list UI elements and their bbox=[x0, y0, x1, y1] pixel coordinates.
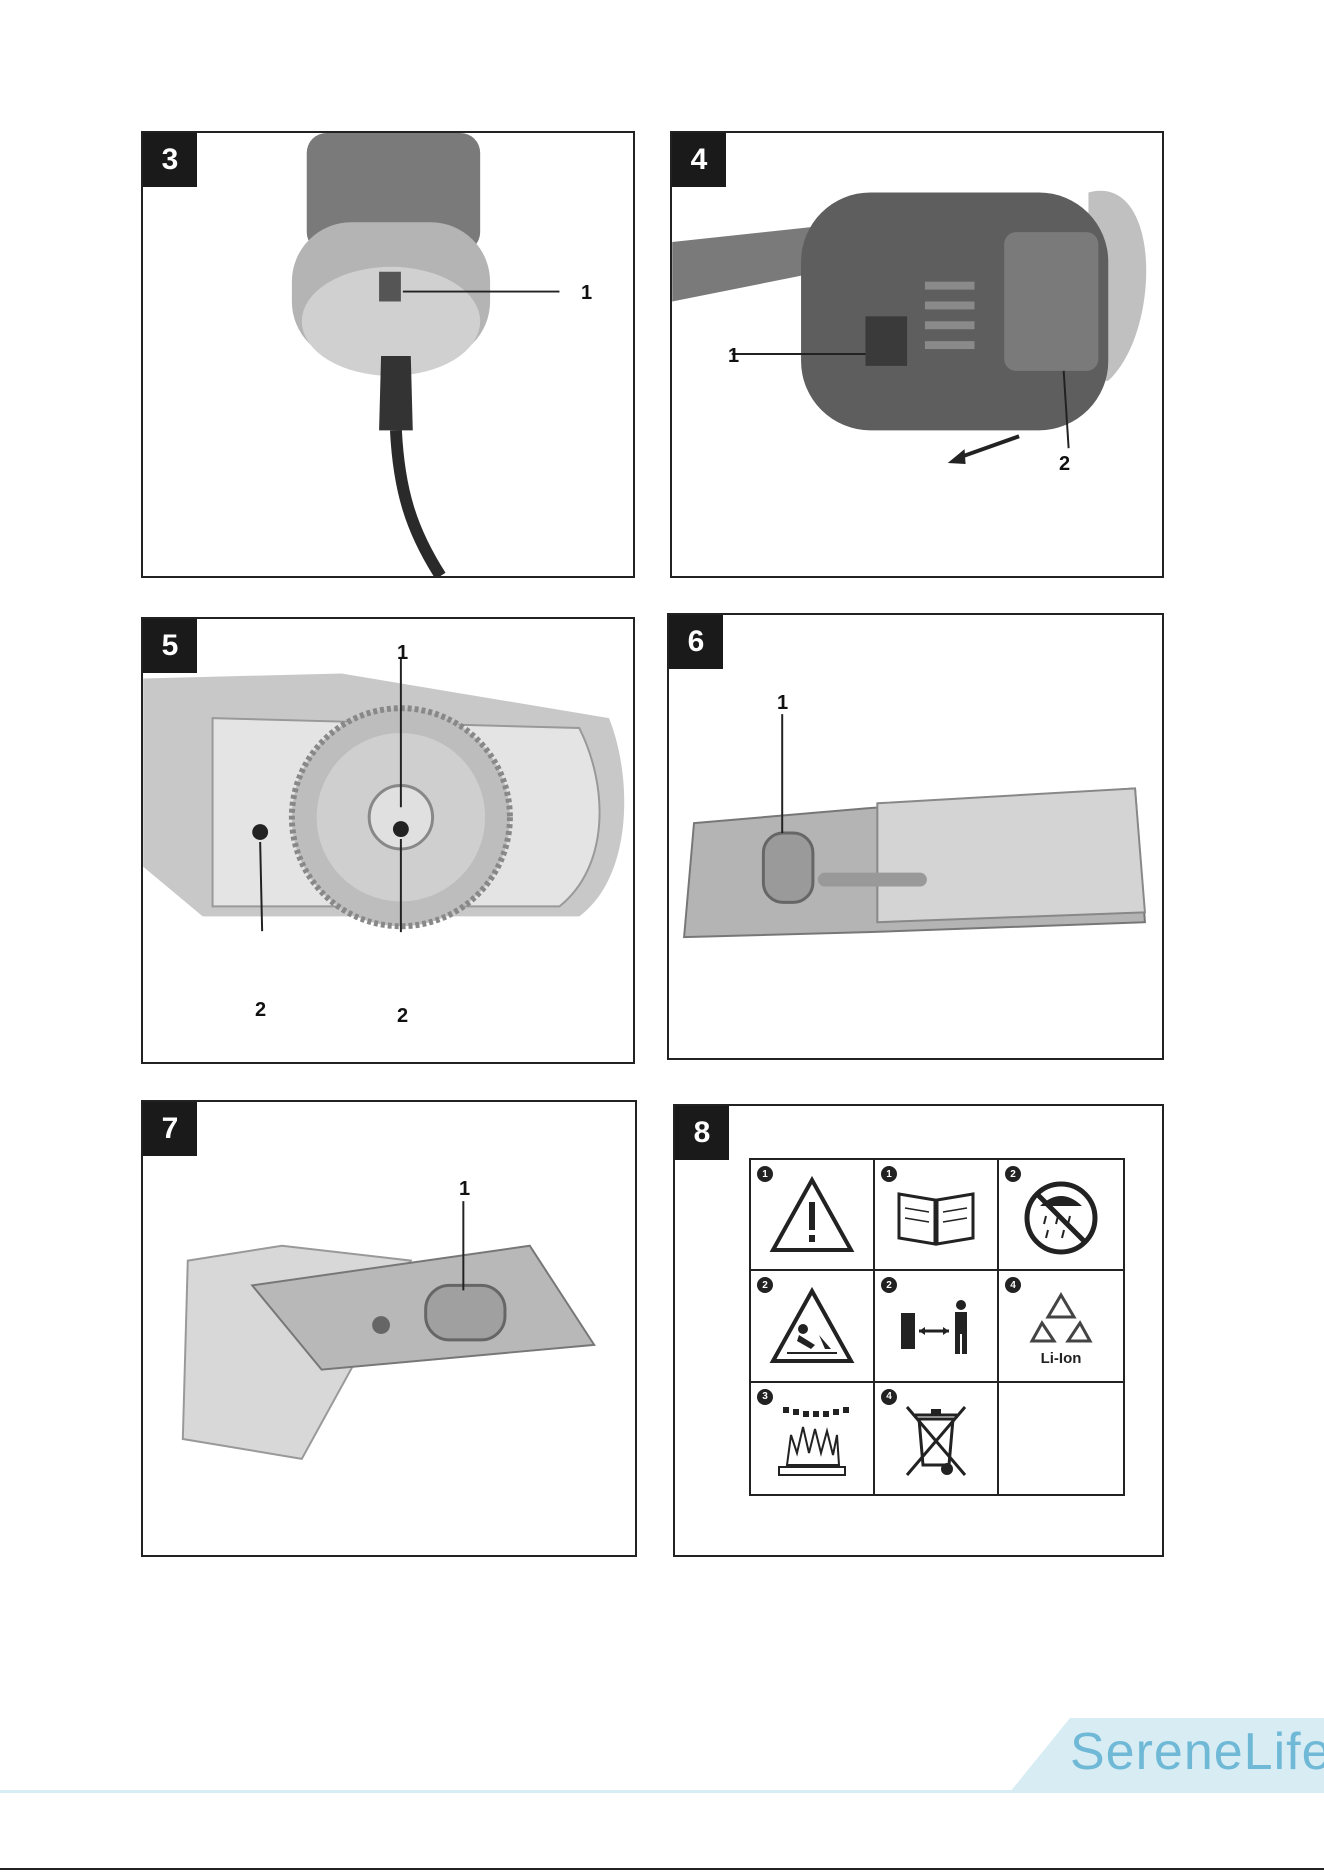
callout-label: 1 bbox=[728, 345, 739, 368]
figure-panel-8: 8 1 1 2 bbox=[673, 1104, 1164, 1557]
symbol-cell: 1 bbox=[751, 1160, 875, 1271]
figure-panel-7: 7 1 bbox=[141, 1100, 637, 1557]
figure-panel-5: 5 1 2 2 bbox=[141, 617, 635, 1064]
warning-triangle-icon bbox=[769, 1172, 855, 1258]
symbol-cell: 2 bbox=[875, 1271, 999, 1382]
symbol-cell: 3 bbox=[751, 1383, 875, 1494]
symbol-cell: 2 bbox=[999, 1160, 1123, 1271]
figure-panel-4: 4 1 2 bbox=[670, 131, 1164, 578]
symbol-number: 1 bbox=[881, 1166, 897, 1182]
symbol-number: 4 bbox=[881, 1389, 897, 1405]
blade-guard-illustration bbox=[143, 1102, 635, 1555]
no-rain-icon bbox=[1018, 1172, 1104, 1258]
blade-plate-illustration bbox=[669, 615, 1162, 1058]
manual-book-icon bbox=[893, 1172, 979, 1258]
symbol-cell: 2 bbox=[751, 1271, 875, 1382]
crossed-bin-icon bbox=[893, 1395, 979, 1481]
figure-number-badge: 5 bbox=[143, 619, 197, 673]
symbol-cell: 4 Li-Ion bbox=[999, 1271, 1123, 1382]
figure-panel-6: 6 1 bbox=[667, 613, 1164, 1060]
symbol-number: 1 bbox=[757, 1166, 773, 1182]
symbol-number: 2 bbox=[1005, 1166, 1021, 1182]
bottom-rule bbox=[0, 1868, 1324, 1870]
brand-logo-text: SereneLife bbox=[1070, 1722, 1324, 1782]
keep-bystanders-away-icon bbox=[893, 1283, 979, 1369]
callout-label: 1 bbox=[459, 1178, 470, 1201]
symbol-cell: 4 bbox=[875, 1383, 999, 1494]
safety-symbols-grid: 1 1 2 bbox=[749, 1158, 1125, 1496]
battery-pack-illustration bbox=[672, 133, 1162, 576]
callout-label: 1 bbox=[777, 692, 788, 715]
flying-debris-warning-icon bbox=[769, 1283, 855, 1369]
no-fire-icon bbox=[769, 1395, 855, 1481]
figure-number-badge: 8 bbox=[675, 1106, 729, 1160]
symbol-cell: 1 bbox=[875, 1160, 999, 1271]
callout-label: 2 bbox=[1059, 453, 1070, 476]
callout-label: 1 bbox=[581, 282, 592, 305]
figure-number-badge: 6 bbox=[669, 615, 723, 669]
symbol-cell-empty bbox=[999, 1383, 1123, 1494]
gear-housing-illustration bbox=[143, 619, 633, 1062]
callout-label: 1 bbox=[397, 642, 408, 665]
figure-number-badge: 7 bbox=[143, 1102, 197, 1156]
symbol-number: 3 bbox=[757, 1389, 773, 1405]
li-ion-recycle-icon: Li-Ion bbox=[1018, 1283, 1104, 1369]
callout-label: 2 bbox=[397, 1005, 408, 1028]
figure-number-badge: 3 bbox=[143, 133, 197, 187]
li-ion-label: Li-Ion bbox=[1041, 1350, 1082, 1367]
figure-number-badge: 4 bbox=[672, 133, 726, 187]
figure-panel-3: 3 1 bbox=[141, 131, 635, 578]
charger-plug-illustration bbox=[143, 133, 633, 576]
callout-label: 2 bbox=[255, 999, 266, 1022]
